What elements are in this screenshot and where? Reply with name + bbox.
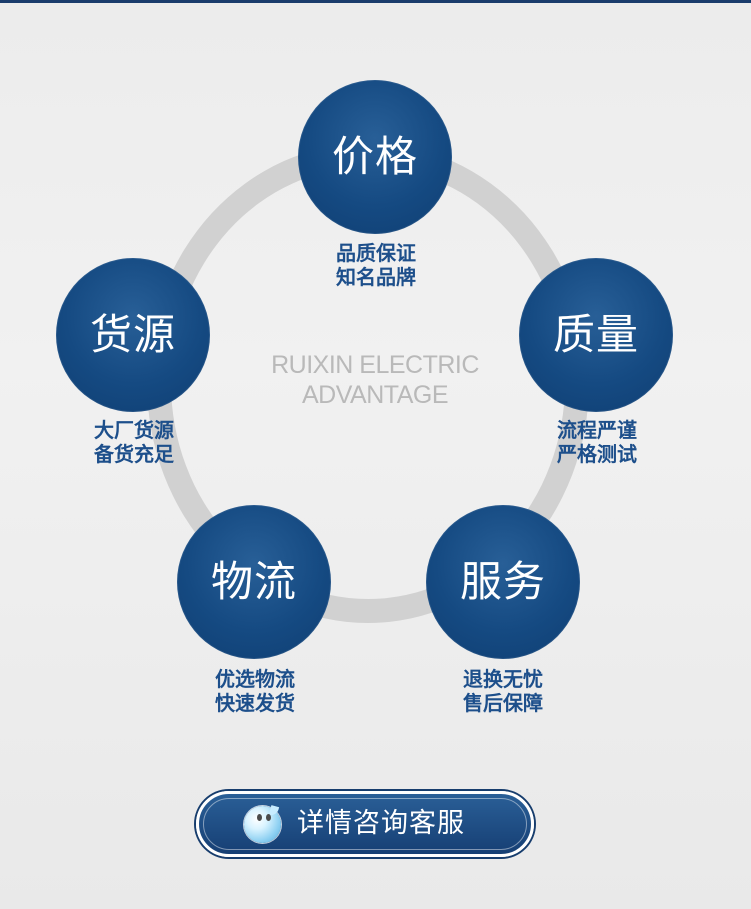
source-caption-line1: 大厂货源 — [94, 418, 174, 442]
logistics-caption: 优选物流 快速发货 — [195, 667, 315, 715]
service-node-title: 服务 — [459, 557, 546, 606]
logistics-node-title: 物流 — [210, 557, 297, 606]
price-caption-line1: 品质保证 — [336, 241, 416, 265]
quality-node: 质量 — [519, 258, 673, 412]
service-node: 服务 — [426, 505, 580, 659]
logistics-node: 物流 — [177, 505, 331, 659]
center-title: RUIXIN ELECTRIC ADVANTAGE — [250, 350, 500, 410]
quality-caption-line1: 流程严谨 — [557, 418, 637, 442]
center-title-line1: RUIXIN ELECTRIC — [271, 351, 479, 379]
consult-button-label: 详情咨询客服 — [297, 808, 465, 839]
chat-bubble-icon — [244, 805, 281, 843]
source-caption-line2: 备货充足 — [94, 442, 174, 466]
price-caption: 品质保证 知名品牌 — [316, 241, 436, 289]
service-caption: 退换无忧 售后保障 — [443, 667, 563, 715]
quality-caption: 流程严谨 严格测试 — [537, 418, 657, 466]
top-bar — [0, 0, 751, 3]
source-node-title: 货源 — [89, 310, 176, 359]
service-caption-line2: 售后保障 — [463, 691, 543, 715]
logistics-caption-line2: 快速发货 — [215, 691, 295, 715]
price-caption-line2: 知名品牌 — [336, 265, 416, 289]
quality-node-title: 质量 — [552, 310, 639, 359]
service-caption-line1: 退换无忧 — [463, 667, 543, 691]
center-title-line2: ADVANTAGE — [302, 381, 449, 409]
logistics-caption-line1: 优选物流 — [215, 667, 295, 691]
price-node-title: 价格 — [331, 132, 418, 181]
chat-bubble-tail — [268, 805, 280, 817]
source-node: 货源 — [56, 258, 210, 412]
source-caption: 大厂货源 备货充足 — [74, 418, 194, 466]
consult-customer-service-button[interactable]: 详情咨询客服 — [196, 791, 534, 857]
price-node: 价格 — [298, 80, 452, 234]
quality-caption-line2: 严格测试 — [557, 442, 637, 466]
consult-button-inner-border — [203, 798, 527, 850]
